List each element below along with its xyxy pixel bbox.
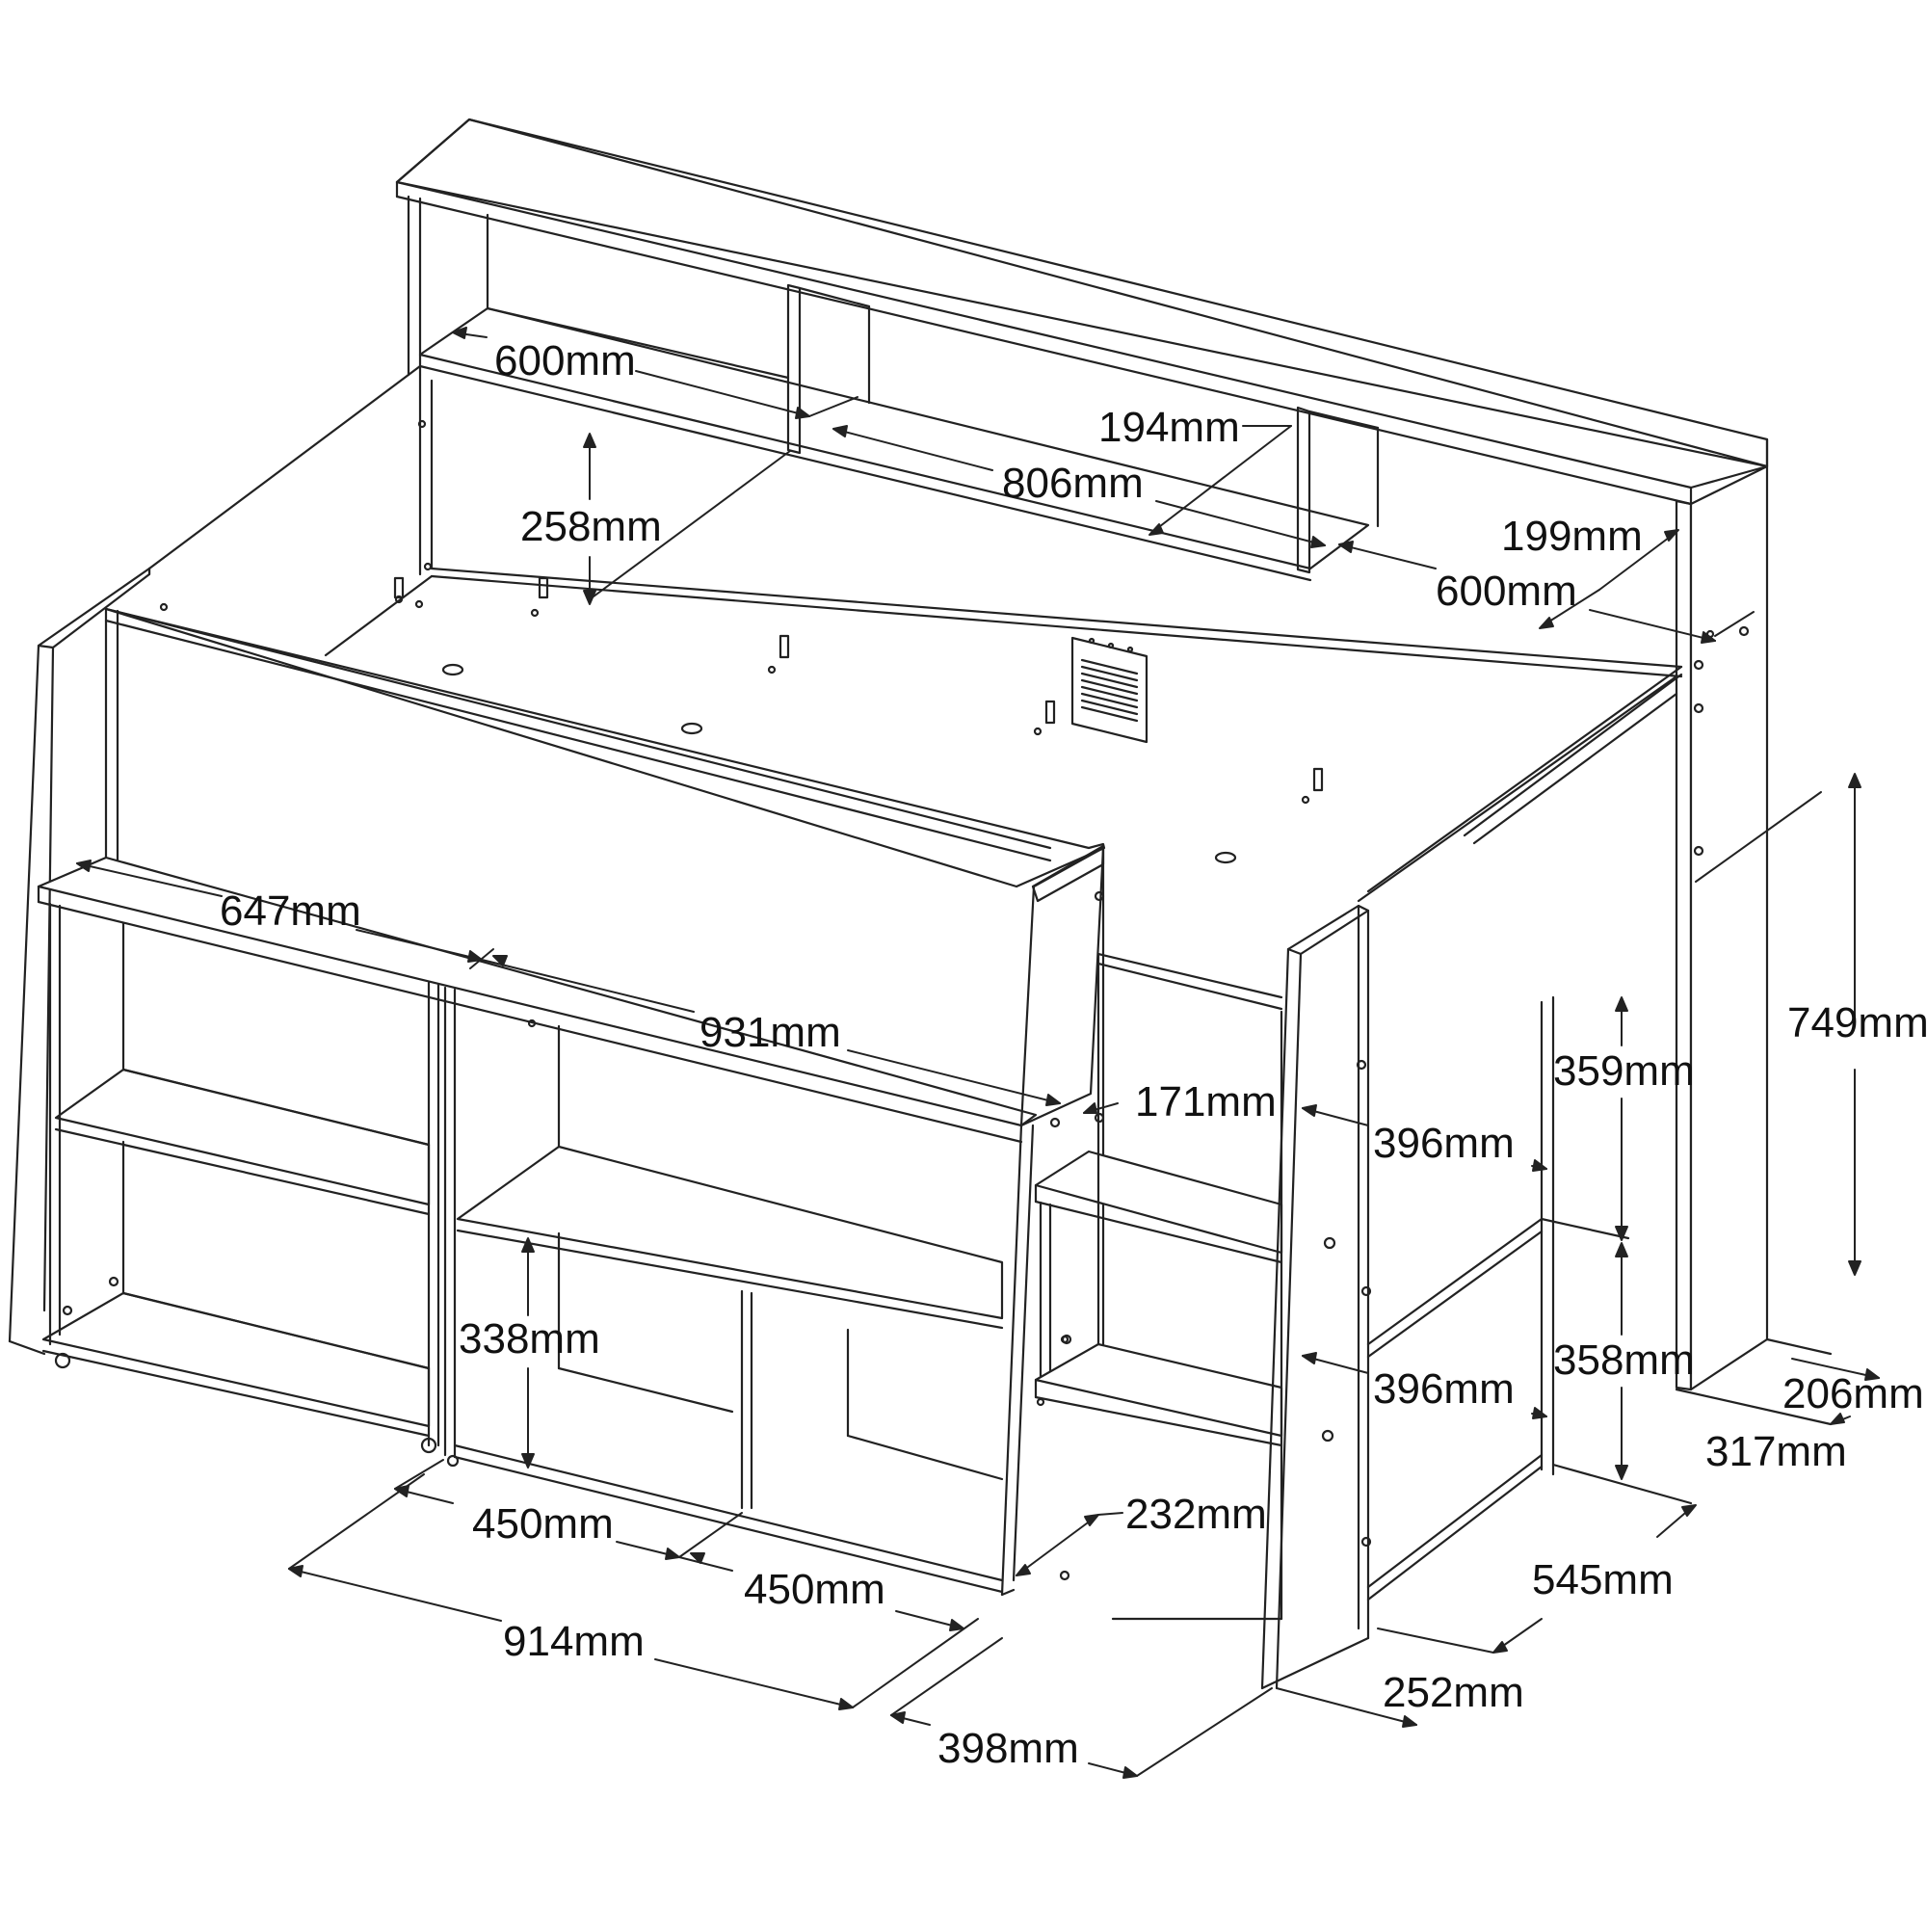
dim-desk-total-width: 931mm [700,1009,841,1056]
dim-step-gap: 232mm [1125,1491,1267,1538]
dim-cabinet-width-a: 450mm [472,1500,614,1548]
bed-frame [106,366,1681,901]
dim-post-depth: 317mm [1705,1428,1847,1475]
front-guard-rail [106,609,1104,1349]
dim-cabinet-width-b: 450mm [744,1566,885,1613]
dim-overall-height: 749mm [1787,999,1927,1046]
left-cabinets [39,858,1036,1592]
dim-ladder-lower-height: 358mm [1553,1337,1695,1384]
dim-ladder-upper-height: 359mm [1553,1047,1695,1095]
dimension-lines [77,328,1879,1778]
dim-side-depth: 545mm [1532,1556,1674,1603]
left-end-panel [10,569,149,1354]
dim-step-depth: 171mm [1135,1078,1277,1125]
dim-top-shelf-middle-width: 806mm [1002,460,1144,507]
dim-top-shelf-right-width: 600mm [1436,568,1577,615]
dim-post-width: 206mm [1782,1370,1924,1417]
ladder-unit [1002,848,1691,1688]
dim-desk-left-width: 647mm [220,887,361,935]
dim-cabinet-total-width: 914mm [503,1618,645,1665]
dim-cabinet-shelf-height: 338mm [459,1315,600,1363]
dim-ladder-width: 252mm [1383,1669,1524,1716]
dim-top-shelf-left-width: 600mm [494,337,636,384]
dim-ladder-upper-depth: 396mm [1373,1120,1515,1167]
dim-top-shelf-right-depth: 199mm [1501,513,1643,560]
dim-top-shelf-depth: 194mm [1098,404,1240,451]
dim-ladder-lower-depth: 396mm [1373,1365,1515,1413]
dim-top-shelf-height: 258mm [520,503,662,550]
dim-step-cabinet-depth: 398mm [937,1725,1079,1772]
headboard-shelf-unit [397,119,1831,1424]
